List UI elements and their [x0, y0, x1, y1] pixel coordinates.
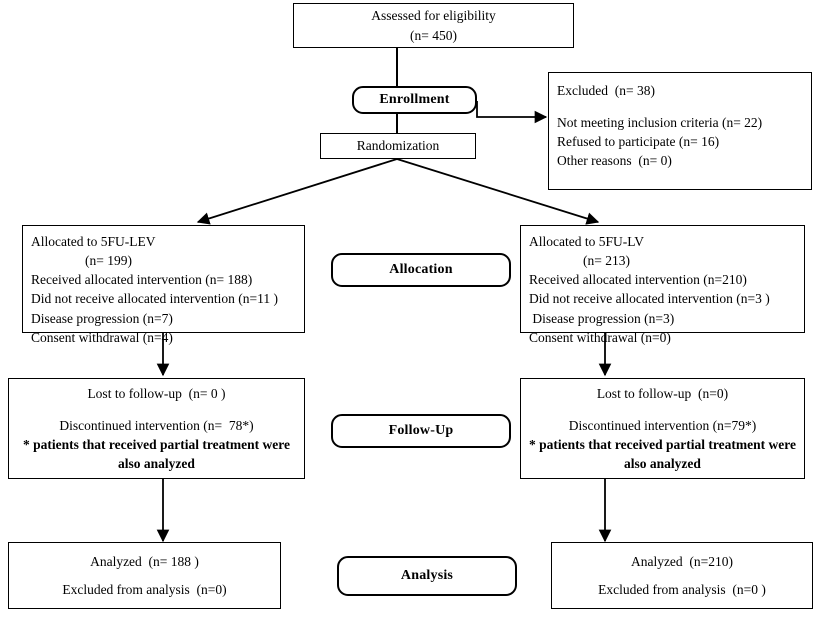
box-assessed-for-eligibility: Assessed for eligibility (n= 450) [293, 3, 574, 48]
stage-label-enrollment: Enrollment [352, 86, 477, 114]
randomization-text: Randomization [356, 138, 440, 154]
spacer [557, 100, 803, 113]
excluded-reason-not-meeting-criteria: Not meeting inclusion criteria (n= 22) [557, 115, 763, 131]
assessed-count: (n= 450) [410, 27, 457, 43]
assessed-title: Assessed for eligibility [371, 8, 496, 24]
analysis-label-text: Analysis [400, 568, 454, 584]
stage-label-allocation: Allocation [331, 253, 511, 287]
alloc-right-consent-withdrawal: Consent withdrawal (n=0) [529, 329, 671, 345]
analysis-left-analyzed: Analyzed (n= 188 ) [90, 553, 199, 569]
box-analysis-left: Analyzed (n= 188 ) Excluded from analysi… [8, 542, 281, 609]
alloc-left-count: (n= 199) [85, 253, 132, 269]
stage-label-analysis: Analysis [337, 556, 517, 596]
stage-label-followup: Follow-Up [331, 414, 511, 448]
alloc-right-not-received: Did not receive allocated intervention (… [529, 291, 770, 307]
excluded-reason-refused: Refused to participate (n= 16) [557, 134, 720, 150]
box-excluded: Excluded (n= 38) Not meeting inclusion c… [548, 72, 812, 190]
spacer [17, 403, 296, 416]
enrollment-label-text: Enrollment [379, 92, 450, 108]
followup-label-text: Follow-Up [388, 423, 454, 439]
alloc-right-disease-progression: Disease progression (n=3) [529, 310, 675, 326]
box-followup-right: Lost to follow-up (n=0) Discontinued int… [520, 378, 805, 479]
box-analysis-right: Analyzed (n=210) Excluded from analysis … [551, 542, 813, 609]
excluded-heading: Excluded (n= 38) [557, 83, 655, 98]
followup-left-discontinued: Discontinued intervention (n= 78*) [59, 417, 254, 433]
followup-left-note-line2: also analyzed [118, 456, 195, 472]
box-followup-left: Lost to follow-up (n= 0 ) Discontinued i… [8, 378, 305, 479]
followup-right-note-line2: also analyzed [624, 456, 701, 472]
followup-left-note-line1: * patients that received partial treatme… [23, 437, 290, 452]
analysis-right-excluded: Excluded from analysis (n=0 ) [598, 582, 766, 597]
followup-right-lost: Lost to follow-up (n=0) [596, 385, 729, 401]
alloc-right-title: Allocated to 5FU-LV [529, 234, 644, 249]
spacer [560, 571, 804, 580]
followup-left-lost: Lost to follow-up (n= 0 ) [87, 385, 226, 401]
box-randomization: Randomization [320, 133, 476, 159]
allocation-label-text: Allocation [389, 262, 453, 278]
followup-right-note-line1: * patients that received partial treatme… [529, 437, 796, 452]
excluded-reason-other: Other reasons (n= 0) [557, 153, 672, 169]
connector-randomization-to-alloc-left [196, 158, 398, 225]
box-allocation-left: Allocated to 5FU-LEV (n= 199) Received a… [22, 225, 305, 345]
alloc-right-received: Received allocated intervention (n=210) [529, 272, 747, 288]
analysis-right-analyzed: Analyzed (n=210) [630, 553, 734, 569]
spacer [17, 571, 272, 580]
alloc-left-title: Allocated to 5FU-LEV [31, 234, 156, 249]
followup-right-discontinued: Discontinued intervention (n=79*) [568, 417, 757, 433]
box-allocation-right: Allocated to 5FU-LV (n= 213) Received al… [520, 225, 805, 345]
spacer [529, 403, 796, 416]
alloc-left-received: Received allocated intervention (n= 188) [31, 272, 253, 288]
alloc-left-disease-progression: Disease progression (n=7) [31, 310, 173, 326]
alloc-left-consent-withdrawal: Consent withdrawal (n=4) [31, 329, 173, 345]
analysis-left-excluded: Excluded from analysis (n=0) [62, 582, 227, 597]
connector-enrollment-to-excluded [476, 101, 548, 124]
alloc-right-count: (n= 213) [583, 253, 630, 269]
alloc-left-not-received: Did not receive allocated intervention (… [31, 291, 279, 307]
